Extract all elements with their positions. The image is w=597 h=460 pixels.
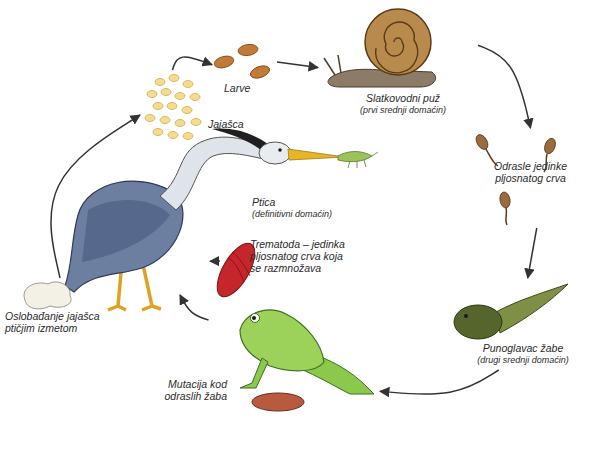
egg [183, 81, 193, 88]
tadpole-head [454, 305, 502, 339]
egg [167, 103, 177, 110]
stage-node: Oslobađanje jajašca ptičjim izmetom [5, 278, 115, 335]
heron-eye [278, 148, 282, 152]
larva [249, 63, 272, 80]
heron-wing [82, 200, 170, 262]
tadpole-eye [464, 314, 468, 318]
node-label: Punoglavac žabe [458, 342, 588, 354]
node-label: Odrasle jedinke pljosnatog crva [473, 160, 588, 184]
worm-body [543, 137, 558, 155]
cycle-arrow [528, 228, 537, 278]
worm-tail [506, 208, 507, 225]
egg [161, 89, 171, 96]
stage-node: Slatkovodni puž(prvi srednji domaćin) [318, 6, 478, 118]
worm-body [474, 133, 491, 152]
egg [183, 133, 193, 140]
node-label: Ptica [252, 196, 362, 208]
mutation-cyst [252, 393, 304, 411]
snail-shell [365, 9, 431, 75]
stage-node: Odrasle jedinke pljosnatog crva [468, 128, 593, 228]
frog-front-leg [240, 358, 268, 388]
cycle-arrow [180, 295, 209, 320]
egg [155, 79, 165, 86]
node-label: Larve [224, 82, 269, 94]
node-label: Oslobađanje jajašca ptičjim izmetom [5, 310, 120, 334]
frog [240, 310, 374, 411]
cycle-arrow [173, 57, 213, 70]
trematode-pattern [228, 252, 250, 282]
egg [160, 117, 170, 124]
stage-node: Mutacija kod odraslih žaba [135, 320, 380, 415]
stage-node: Ptica(definitivni domaćin) [60, 160, 210, 295]
heron [65, 129, 378, 310]
cycle-arrow [478, 45, 531, 128]
egg [147, 91, 157, 98]
larvae [213, 43, 271, 80]
egg-cluster [145, 75, 201, 140]
snail-tentacle [324, 55, 341, 75]
stage-node: Jajašca [140, 70, 205, 145]
node-label: (drugi srednji domaćin) [458, 355, 588, 365]
node-label: Trematoda – jedinka pljosnatog crva koja… [250, 238, 345, 274]
egg [175, 120, 185, 127]
snail-body [328, 69, 436, 87]
larva [213, 54, 235, 70]
egg [145, 115, 155, 122]
egg [153, 103, 163, 110]
heron-neck [160, 137, 268, 210]
prey-legs [348, 152, 378, 168]
larva [237, 43, 258, 57]
node-label: (prvi srednji domaćin) [333, 105, 473, 115]
egg [182, 107, 192, 114]
egg [190, 94, 200, 101]
heron-head [259, 142, 291, 164]
stage-node: Punoglavac žabe(drugi srednji domaćin) [448, 278, 593, 370]
stage-node: Trematoda – jedinka pljosnatog crva koja… [220, 238, 338, 304]
egg [169, 75, 179, 82]
tadpole [454, 284, 568, 339]
bird-droppings [24, 282, 71, 309]
worm-body [499, 191, 512, 208]
stage-node: Larve [212, 40, 277, 95]
heron-crest [212, 129, 268, 151]
frog-body [240, 310, 324, 371]
cycle-arrow [210, 260, 220, 262]
heron-beak [288, 149, 345, 160]
node-label: Slatkovodni puž [348, 92, 458, 104]
cycle-arrow [277, 62, 318, 68]
tadpole-tail [496, 284, 568, 333]
egg [153, 129, 163, 136]
egg [175, 93, 185, 100]
node-label: Mutacija kod odraslih žaba [135, 378, 227, 402]
frog-eye [251, 314, 260, 323]
frog-pupil [252, 316, 256, 320]
prey [338, 152, 372, 162]
snail [324, 9, 436, 87]
egg [168, 132, 178, 139]
egg [191, 119, 201, 126]
shell-spiral [376, 22, 418, 73]
cycle-arrow [51, 115, 140, 278]
cycle-arrow [380, 370, 499, 394]
node-label: (definitivni domaćin) [252, 209, 362, 219]
node-label: Jajašca [208, 118, 258, 130]
